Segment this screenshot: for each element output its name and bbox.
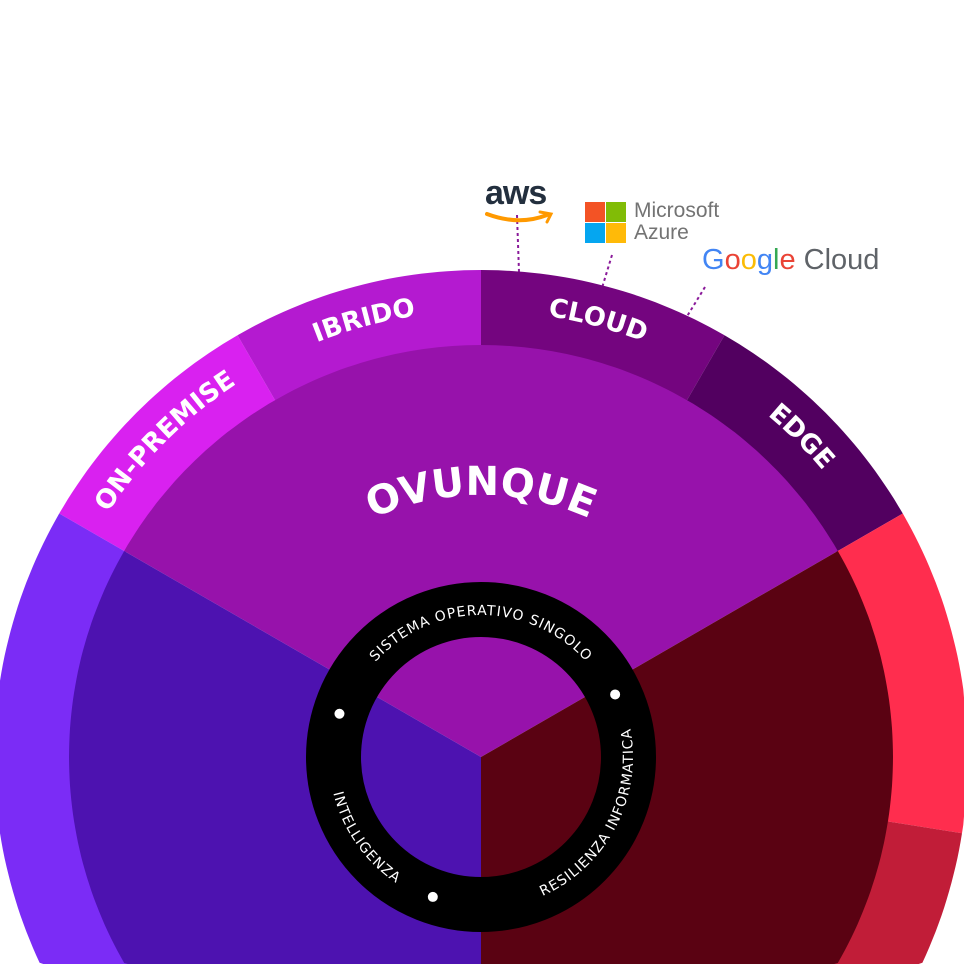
outer-segment-right-lower	[481, 821, 962, 964]
ring-separator-dot	[427, 891, 438, 902]
aws-smile-icon	[485, 210, 554, 224]
black-ring	[306, 582, 656, 932]
azure-logo-line2: Azure	[634, 221, 689, 244]
sector-ovunque	[124, 345, 838, 757]
leader-line	[685, 286, 706, 319]
ring-separator-dot	[334, 708, 345, 719]
azure-logo-line1: Microsoft	[634, 199, 720, 222]
microsoft-azure-logo: Microsoft Azure	[585, 200, 719, 244]
outer-segment-cloud	[481, 270, 725, 402]
google-cloud-logo: Google Cloud	[702, 244, 879, 277]
google-logo-text: Google	[702, 244, 796, 276]
google-cloud-product-text: Cloud	[803, 244, 880, 276]
aws-logo-text: aws	[485, 174, 547, 212]
microsoft-squares-icon	[585, 201, 626, 243]
outer-segment-left	[0, 513, 481, 964]
outer-segment-right-upper	[836, 513, 964, 834]
outer-segment-edge	[686, 335, 903, 552]
ring-separator-dot	[610, 689, 621, 700]
outer-segment-ibrido	[237, 270, 481, 402]
aws-logo: aws	[485, 176, 555, 229]
outer-segment-on-premise	[59, 335, 277, 552]
leader-line	[601, 254, 613, 289]
